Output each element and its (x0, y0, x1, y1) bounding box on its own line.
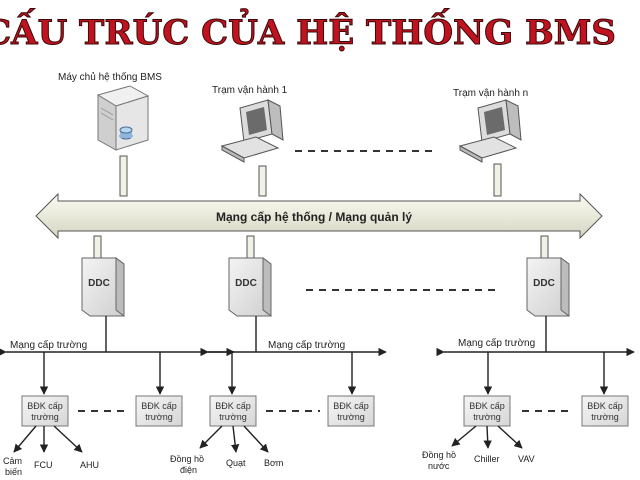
station-n-label: Trạm vận hành n (453, 88, 528, 99)
controller-2b-label-2: trường (337, 412, 364, 422)
station-n-link (493, 163, 502, 197)
device-meter-line2: điện (180, 465, 197, 475)
device-meter-line1: Đồng hồ (170, 454, 204, 464)
controller-1a-label-1: BĐK cấp (27, 401, 63, 411)
controller-1b-label-2: trường (145, 412, 172, 422)
ahu-link (53, 425, 83, 453)
chiller-link (483, 425, 492, 449)
ddc-1: DDC (81, 257, 125, 317)
controller-2b: BĐK cấp trường (327, 395, 375, 427)
controller-3a-label-2: trường (473, 412, 500, 422)
field-network-3-label: Mạng cấp trường (458, 337, 535, 349)
system-network-band (35, 192, 603, 240)
server-link (119, 155, 128, 197)
ddc-3-link (540, 235, 549, 261)
ddc-2-label: DDC (235, 278, 257, 289)
ddc-3-label: DDC (533, 278, 555, 289)
ddc-2: DDC (228, 257, 272, 317)
controller-1a: BĐK cấp trường (21, 395, 69, 427)
controller-2a-label-1: BĐK cấp (215, 401, 251, 411)
controller-1b: BĐK cấp trường (135, 395, 183, 427)
device-fan: Quạt (226, 458, 246, 468)
water-meter-link (451, 425, 477, 447)
controller-3a-label-1: BĐK cấp (469, 401, 505, 411)
controller-3b: BĐK cấp trường (581, 395, 629, 427)
workstation-1-icon (220, 99, 284, 163)
field-network-1-label: Mạng cấp trường (10, 339, 87, 351)
page-title: CẤU TRÚC CỦA HỆ THỐNG BMS (0, 8, 616, 53)
device-pump: Bơm (264, 458, 283, 468)
device-ahu: AHU (80, 460, 99, 470)
ddc-3: DDC (526, 257, 570, 317)
controller-1b-label-1: BĐK cấp (141, 401, 177, 411)
device-sensor-line1: Cảm (3, 456, 22, 466)
controller-2b-label-1: BĐK cấp (333, 401, 369, 411)
device-sensor-line2: biến (5, 467, 22, 477)
fan-link (230, 425, 240, 453)
controller-2a-label-2: trường (219, 412, 246, 422)
controller-3b-label-1: BĐK cấp (587, 401, 623, 411)
workstation-n-icon (458, 99, 522, 163)
device-water-meter-line1: Đồng hồ (422, 450, 456, 460)
device-fcu: FCU (34, 460, 53, 470)
controller-1a-label-2: trường (31, 412, 58, 422)
vav-link (497, 425, 523, 449)
controller-3b-label-2: trường (591, 412, 618, 422)
controller-3a: BĐK cấp trường (463, 395, 511, 427)
ddc-2-link (246, 235, 255, 261)
server-label: Máy chủ hệ thống BMS (58, 71, 162, 83)
server-icon (96, 85, 150, 151)
device-chiller: Chiller (474, 454, 500, 464)
ddc-1-link (93, 235, 102, 261)
sensor-link (13, 425, 37, 453)
station-1-label: Trạm vận hành 1 (212, 85, 288, 96)
controller-2a: BĐK cấp trường (209, 395, 257, 427)
meter-link (199, 425, 223, 449)
system-network-label: Mạng cấp hệ thống / Mạng quản lý (216, 210, 412, 224)
device-water-meter-line2: nước (428, 461, 450, 471)
field-network-2-label: Mạng cấp trường (268, 339, 345, 351)
ddc-1-label: DDC (88, 278, 110, 289)
pump-link (243, 425, 269, 453)
device-vav: VAV (518, 454, 535, 464)
station-1-link (258, 165, 267, 197)
